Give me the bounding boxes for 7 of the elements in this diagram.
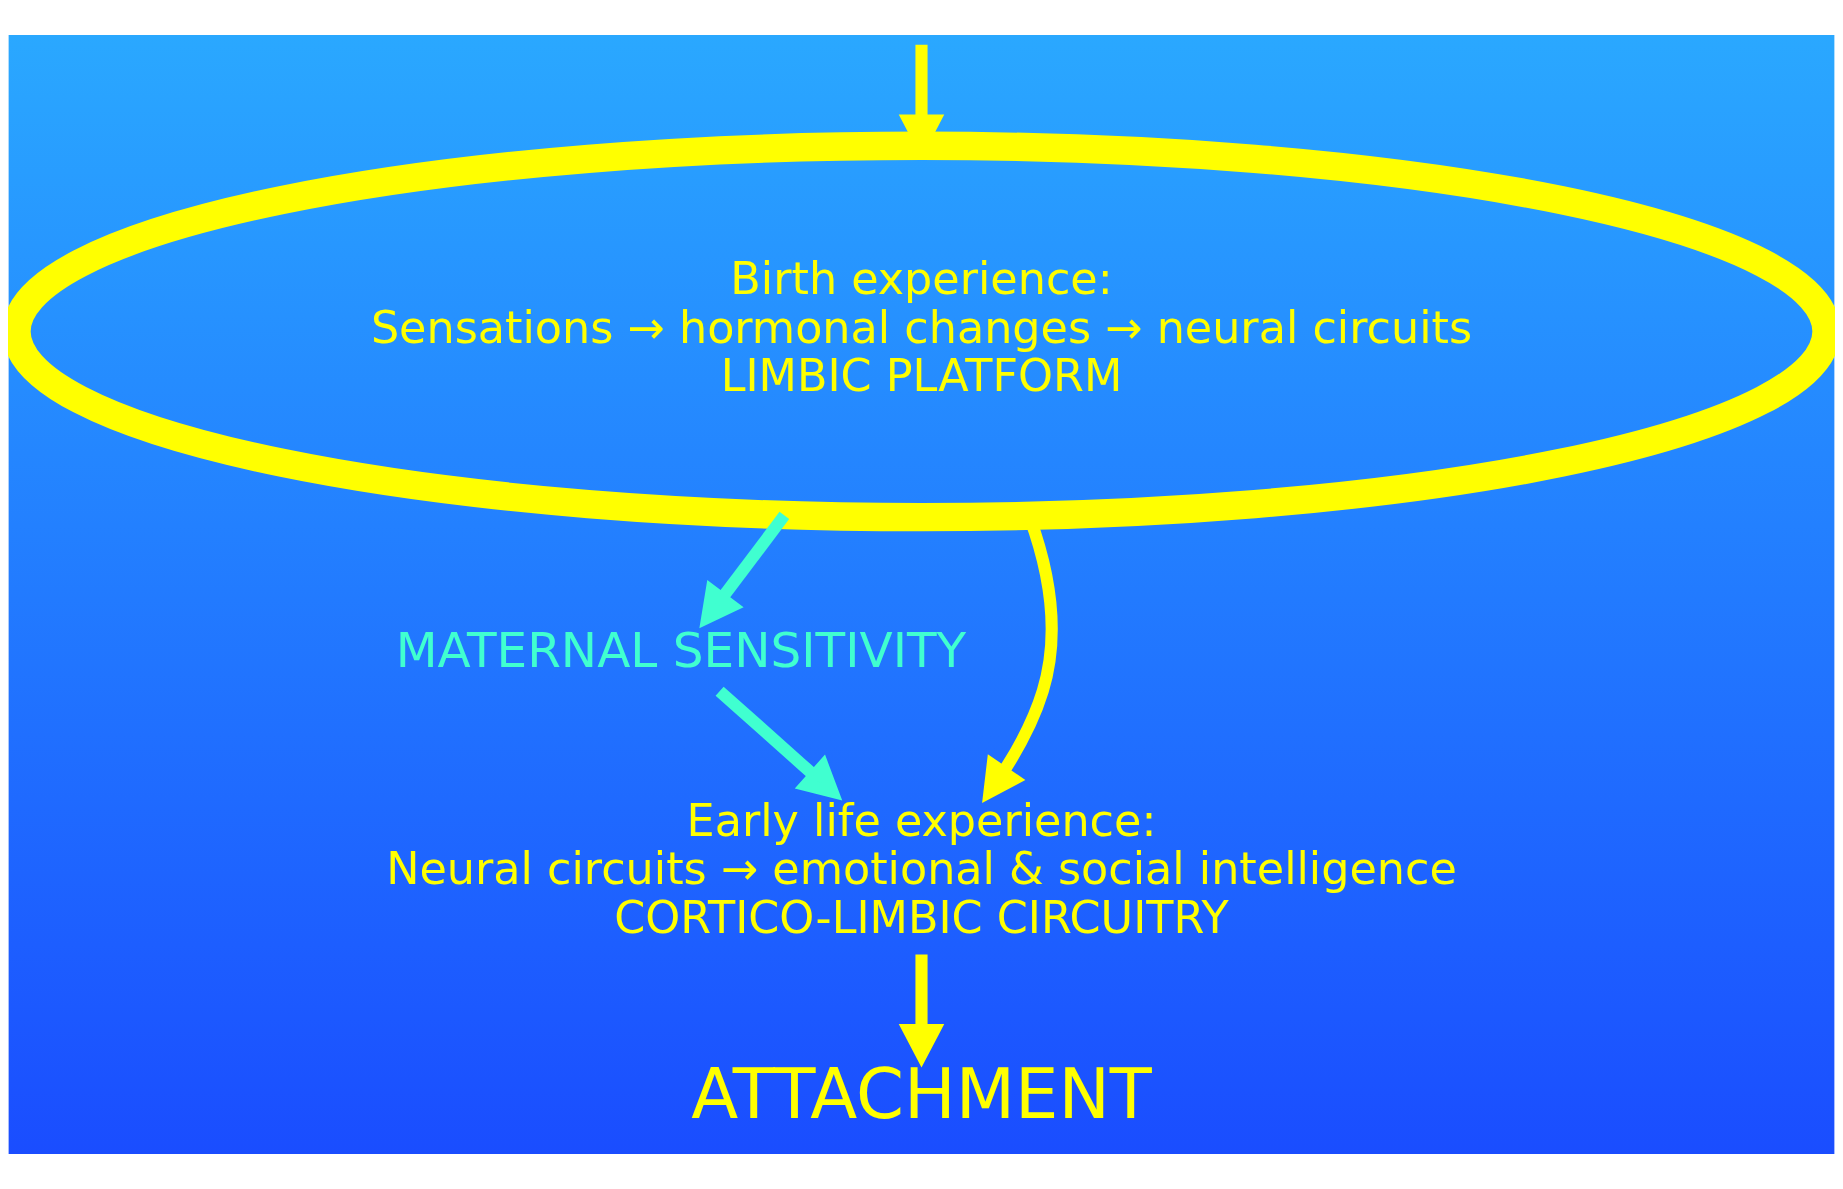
node-ellipse: Birth experience: Sensations → hormonal changes → neural circuits LIMBIC PLATFORM	[8, 131, 1835, 532]
node-text: ATTACHMENT	[691, 1054, 1152, 1135]
arrow	[699, 511, 790, 629]
node-text: Early life experience: Neural circuits → emotional & social intelligence CORTICO-LIMBIC CIRCUITRY	[386, 794, 1457, 943]
node-text: MATERNAL SENSITIVITY	[395, 622, 967, 679]
arrow	[715, 686, 843, 801]
arrow	[898, 954, 945, 1068]
